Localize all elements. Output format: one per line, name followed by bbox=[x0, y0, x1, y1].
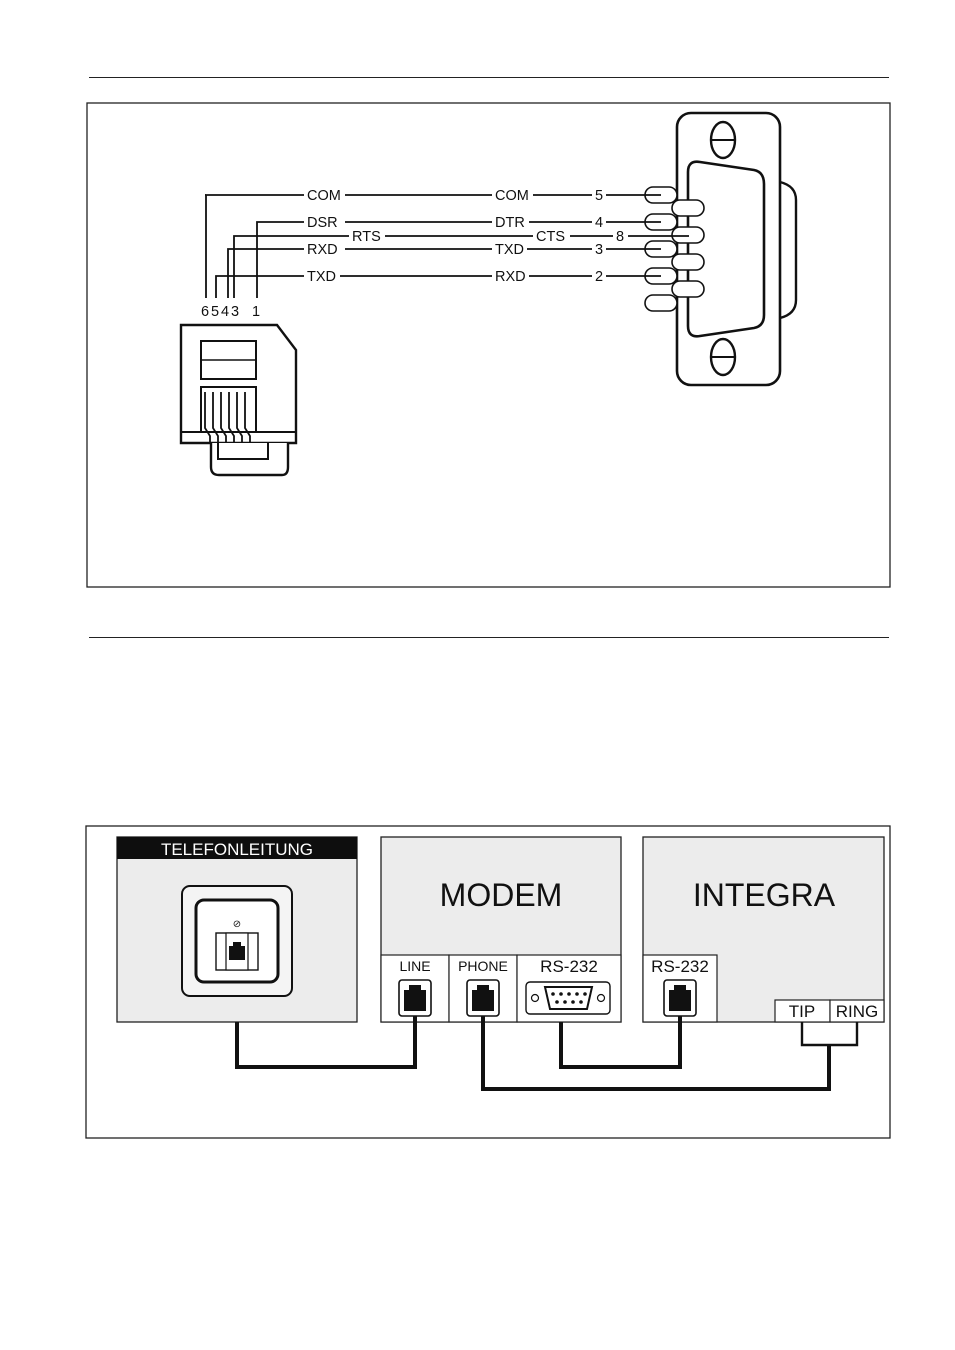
db-pin-8: 8 bbox=[616, 229, 624, 245]
figure-frame bbox=[86, 102, 891, 588]
db-pin-4: 4 bbox=[595, 215, 603, 231]
db-pin-3: 3 bbox=[595, 242, 603, 258]
db9-connector bbox=[644, 111, 798, 387]
right-label-com: COM bbox=[495, 188, 529, 204]
section-rule bbox=[89, 637, 889, 638]
right-label-txd: TXD bbox=[495, 242, 524, 258]
rj-plug-icon bbox=[179, 323, 298, 477]
left-label-txd: TXD bbox=[307, 269, 336, 285]
left-label-rxd: RXD bbox=[307, 242, 338, 258]
right-label-rxd: RXD bbox=[495, 269, 526, 285]
db-pin-5: 5 bbox=[595, 188, 603, 204]
rj-pin-4: 4 bbox=[221, 304, 229, 320]
left-label-rts: RTS bbox=[352, 229, 381, 245]
db-pin-2: 2 bbox=[595, 269, 603, 285]
right-label-cts: CTS bbox=[536, 229, 565, 245]
left-label-dsr: DSR bbox=[307, 215, 338, 231]
rj-pin-5: 5 bbox=[211, 304, 219, 320]
right-label-dtr: DTR bbox=[495, 215, 525, 231]
rj-pin-1: 1 bbox=[252, 304, 260, 320]
rj-pin-6: 6 bbox=[201, 304, 209, 320]
left-label-com: COM bbox=[307, 188, 341, 204]
top-rule bbox=[89, 77, 889, 78]
wire-lines bbox=[205, 194, 689, 298]
rj-pin-3: 3 bbox=[231, 304, 239, 320]
